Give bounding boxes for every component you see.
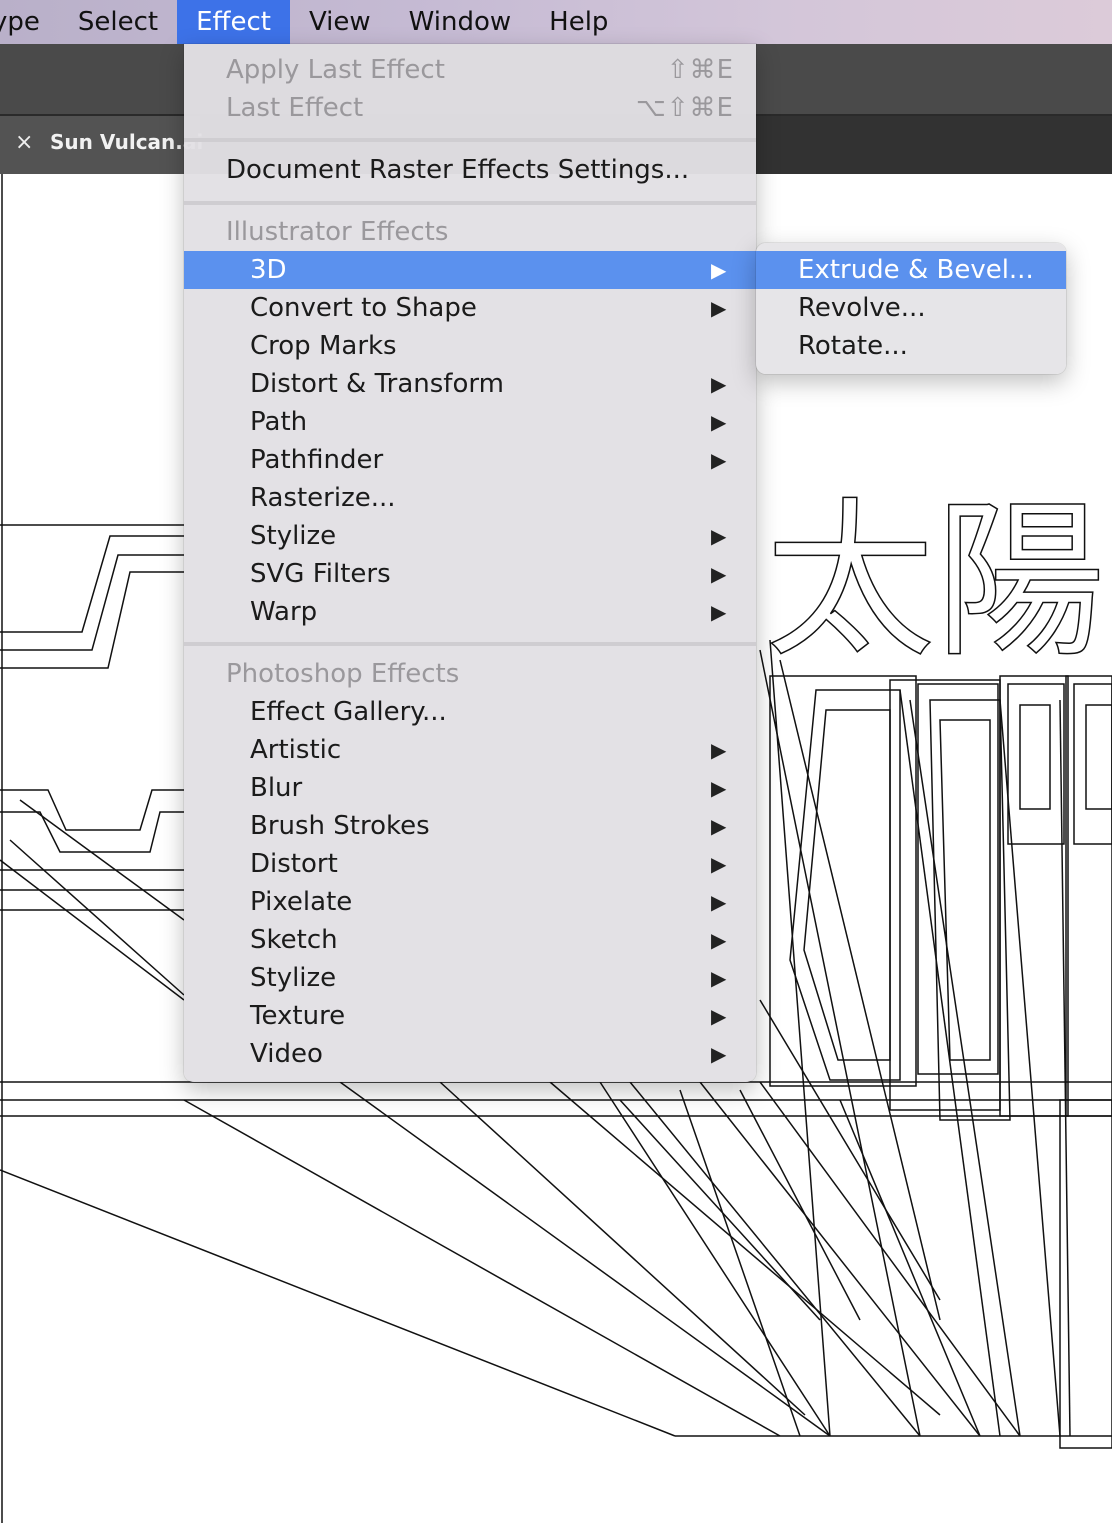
submenu-arrow-icon: ▶ (711, 852, 727, 876)
menu-item-document-raster-effects-settings[interactable]: Document Raster Effects Settings... (226, 155, 690, 185)
menu-item-crop-marks[interactable]: Crop Marks (250, 331, 397, 361)
menu-item-texture[interactable]: Texture ▶ (184, 997, 756, 1035)
submenu-arrow-icon: ▶ (711, 776, 727, 800)
submenu-arrow-icon: ▶ (711, 814, 727, 838)
shortcut-last-effect: ⌥⇧⌘E (635, 93, 734, 123)
menu-bar: ype Select Effect View Window Help (0, 0, 1112, 44)
menu-item-path[interactable]: Path ▶ (184, 403, 756, 441)
menu-item-effect-gallery[interactable]: Effect Gallery... (250, 697, 447, 727)
kanji-outline: 太陽 (765, 483, 1105, 681)
submenu-arrow-icon: ▶ (711, 562, 727, 586)
menu-item-pixelate[interactable]: Pixelate ▶ (184, 883, 756, 921)
menu-item-sketch[interactable]: Sketch ▶ (184, 921, 756, 959)
menu-item-stylize[interactable]: Stylize ▶ (184, 517, 756, 555)
menu-item-distort[interactable]: Distort ▶ (184, 845, 756, 883)
menu-item-warp[interactable]: Warp ▶ (184, 593, 756, 631)
submenu-arrow-icon: ▶ (711, 448, 727, 472)
effect-menu: Apply Last Effect ⇧⌘E Last Effect ⌥⇧⌘E D… (184, 44, 756, 1082)
menu-item-pathfinder[interactable]: Pathfinder ▶ (184, 441, 756, 479)
illustrator-effects-header: Illustrator Effects (226, 217, 449, 247)
document-tab-title: Sun Vulcan.ai (50, 130, 204, 154)
shortcut-apply-last-effect: ⇧⌘E (666, 55, 734, 85)
submenu-arrow-icon: ▶ (711, 966, 727, 990)
menu-item-stylize-photoshop[interactable]: Stylize ▶ (184, 959, 756, 997)
menu-item-3d[interactable]: 3D ▶ (184, 251, 756, 289)
submenu-arrow-icon: ▶ (711, 1004, 727, 1028)
menubar-select[interactable]: Select (77, 7, 159, 37)
menu-separator (184, 138, 756, 142)
submenu-arrow-icon: ▶ (711, 890, 727, 914)
submenu-arrow-icon: ▶ (711, 1042, 727, 1066)
submenu-item-rotate[interactable]: Rotate... (798, 331, 908, 361)
menubar-help[interactable]: Help (549, 7, 609, 37)
submenu-arrow-icon: ▶ (711, 600, 727, 624)
menu-item-convert-to-shape[interactable]: Convert to Shape ▶ (184, 289, 756, 327)
menu-item-brush-strokes[interactable]: Brush Strokes ▶ (184, 807, 756, 845)
close-icon[interactable]: × (15, 130, 34, 155)
menubar-effect[interactable]: Effect (177, 0, 290, 44)
menu-item-distort-transform[interactable]: Distort & Transform ▶ (184, 365, 756, 403)
submenu-arrow-icon: ▶ (711, 928, 727, 952)
submenu-arrow-icon: ▶ (711, 410, 727, 434)
menu-item-apply-last-effect[interactable]: Apply Last Effect ⇧⌘E (184, 51, 756, 89)
menu-item-rasterize[interactable]: Rasterize... (250, 483, 396, 513)
submenu-arrow-icon: ▶ (711, 738, 727, 762)
menu-item-last-effect[interactable]: Last Effect ⌥⇧⌘E (184, 89, 756, 127)
submenu-item-extrude-bevel[interactable]: Extrude & Bevel... (756, 251, 1066, 289)
submenu-arrow-icon: ▶ (711, 296, 727, 320)
submenu-arrow-icon: ▶ (711, 258, 727, 282)
menu-separator (184, 642, 756, 646)
3d-submenu: Extrude & Bevel... Revolve... Rotate... (756, 243, 1066, 374)
menu-item-video[interactable]: Video ▶ (184, 1035, 756, 1073)
menubar-type[interactable]: ype (0, 7, 40, 37)
menu-item-svg-filters[interactable]: SVG Filters ▶ (184, 555, 756, 593)
document-tab[interactable]: × Sun Vulcan.ai (0, 116, 204, 174)
photoshop-effects-header: Photoshop Effects (226, 659, 460, 689)
wireframe-artwork: 太陽 (0, 174, 1112, 1523)
menubar-window[interactable]: Window (408, 7, 512, 37)
menu-item-artistic[interactable]: Artistic ▶ (184, 731, 756, 769)
menu-separator (184, 201, 756, 205)
submenu-item-revolve[interactable]: Revolve... (798, 293, 926, 323)
menu-item-blur[interactable]: Blur ▶ (184, 769, 756, 807)
submenu-arrow-icon: ▶ (711, 524, 727, 548)
submenu-arrow-icon: ▶ (711, 372, 727, 396)
menubar-view[interactable]: View (308, 7, 371, 37)
